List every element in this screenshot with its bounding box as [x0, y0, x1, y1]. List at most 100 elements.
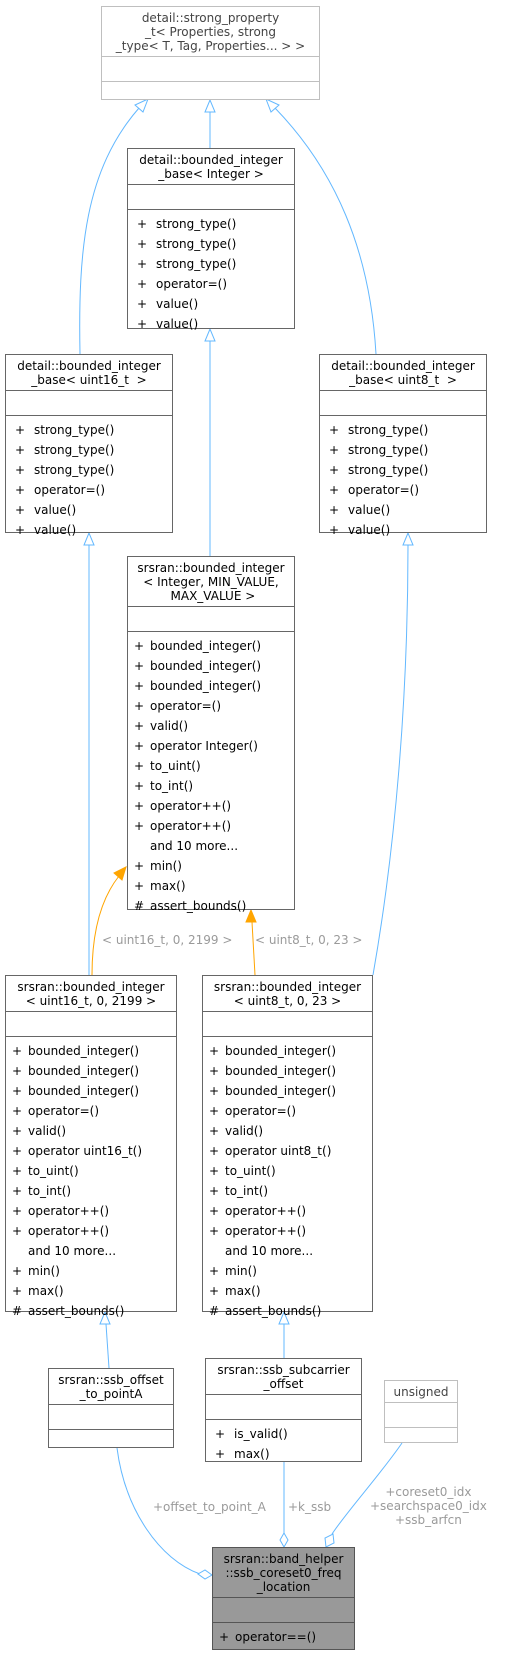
- method-row[interactable]: +operator=(): [128, 696, 294, 716]
- class-bounded-integer-uint8[interactable]: srsran::bounded_integer < uint8_t, 0, 23…: [202, 975, 373, 1318]
- visibility-marker: +: [11, 1184, 23, 1198]
- method-row[interactable]: +strong_type(): [320, 440, 486, 460]
- class-bounded-integer-base-uint16[interactable]: detail::bounded_integer _base< uint16_t …: [5, 354, 173, 537]
- method-row[interactable]: +max(): [128, 876, 294, 896]
- edge-label-k-ssb: +k_ssb: [288, 1500, 332, 1514]
- visibility-marker: +: [208, 1204, 220, 1218]
- method-row[interactable]: +operator++(): [6, 1221, 176, 1241]
- method-row[interactable]: +operator++(): [6, 1201, 176, 1221]
- method-row[interactable]: +max(): [203, 1281, 372, 1301]
- visibility-marker: +: [214, 1447, 226, 1461]
- class-title: srsran::band_helper ::ssb_coreset0_freq …: [223, 1552, 344, 1594]
- method-row[interactable]: +bounded_integer(): [6, 1081, 176, 1101]
- method-row[interactable]: +strong_type(): [320, 460, 486, 480]
- class-ssb-offset-to-pointa[interactable]: srsran::ssb_offset _to_pointA: [48, 1368, 174, 1448]
- method-row[interactable]: +bounded_integer(): [203, 1061, 372, 1081]
- method-name: and 10 more...: [225, 1244, 314, 1258]
- method-row[interactable]: +value(): [128, 314, 294, 334]
- method-row[interactable]: +operator=(): [6, 1101, 176, 1121]
- method-row[interactable]: +operator==(): [213, 1627, 354, 1647]
- method-row[interactable]: +operator++(): [128, 816, 294, 836]
- method-row[interactable]: +operator=(): [203, 1101, 372, 1121]
- class-title: detail::strong_property _t< Properties, …: [115, 11, 306, 53]
- method-row[interactable]: +value(): [320, 520, 486, 540]
- method-row[interactable]: +strong_type(): [6, 460, 172, 480]
- method-row[interactable]: +valid(): [6, 1121, 176, 1141]
- class-bounded-integer-base-integer[interactable]: detail::bounded_integer _base< Integer >…: [127, 148, 295, 331]
- visibility-marker: +: [328, 463, 340, 477]
- method-row[interactable]: + operator uint8_t(): [203, 1141, 372, 1161]
- visibility-marker: +: [214, 1427, 226, 1441]
- method-row[interactable]: +operator Integer(): [128, 736, 294, 756]
- method-row[interactable]: +operator++(): [203, 1201, 372, 1221]
- class-bounded-integer-template[interactable]: srsran::bounded_integer < Integer, MIN_V…: [127, 556, 295, 913]
- template-arrow-head: [113, 866, 127, 881]
- method-row[interactable]: +to_int(): [6, 1181, 176, 1201]
- method-row[interactable]: +bounded_integer(): [128, 656, 294, 676]
- method-row[interactable]: +valid(): [128, 716, 294, 736]
- class-strong-property[interactable]: detail::strong_property _t< Properties, …: [101, 6, 320, 100]
- method-row[interactable]: +to_int(): [128, 776, 294, 796]
- method-row[interactable]: +strong_type(): [128, 214, 294, 234]
- method-row[interactable]: +to_uint(): [203, 1161, 372, 1181]
- method-row[interactable]: +bounded_integer(): [203, 1041, 372, 1061]
- method-row[interactable]: +operator++(): [203, 1221, 372, 1241]
- method-row[interactable]: +valid(): [203, 1121, 372, 1141]
- edge-ssb-offset-to-uint16: [105, 1323, 110, 1369]
- method-row[interactable]: +min(): [203, 1261, 372, 1281]
- class-ssb-coreset0-freq-location[interactable]: srsran::band_helper ::ssb_coreset0_freq …: [212, 1547, 355, 1650]
- more-methods-link[interactable]: and 10 more...: [203, 1241, 372, 1261]
- method-name: strong_type(): [348, 423, 429, 437]
- more-methods-link[interactable]: and 10 more...: [128, 836, 294, 856]
- visibility-marker: +: [11, 1284, 23, 1298]
- more-methods-link[interactable]: and 10 more...: [6, 1241, 176, 1261]
- method-row[interactable]: +operator=(): [6, 480, 172, 500]
- method-row[interactable]: +operator uint16_t(): [6, 1141, 176, 1161]
- method-row[interactable]: +strong_type(): [6, 440, 172, 460]
- method-row[interactable]: +value(): [6, 500, 172, 520]
- method-row[interactable]: +value(): [320, 500, 486, 520]
- method-name: operator++(): [28, 1204, 110, 1218]
- visibility-marker: +: [11, 1124, 23, 1138]
- visibility-marker: +: [208, 1264, 220, 1278]
- method-row[interactable]: #assert_bounds(): [6, 1301, 176, 1321]
- method-row[interactable]: +strong_type(): [6, 420, 172, 440]
- class-unsigned[interactable]: unsigned: [384, 1380, 458, 1443]
- method-row[interactable]: +bounded_integer(): [128, 636, 294, 656]
- method-row[interactable]: +is_valid(): [206, 1424, 361, 1444]
- method-row[interactable]: +strong_type(): [320, 420, 486, 440]
- method-row[interactable]: +operator=(): [128, 274, 294, 294]
- method-row[interactable]: +strong_type(): [128, 254, 294, 274]
- method-row[interactable]: +operator=(): [320, 480, 486, 500]
- method-name: strong_type(): [156, 257, 237, 271]
- method-row[interactable]: +strong_type(): [128, 234, 294, 254]
- method-row[interactable]: +to_int(): [203, 1181, 372, 1201]
- method-name: strong_type(): [348, 443, 429, 457]
- class-bounded-integer-uint16[interactable]: srsran::bounded_integer < uint16_t, 0, 2…: [5, 975, 177, 1318]
- method-row[interactable]: +to_uint(): [128, 756, 294, 776]
- method-row[interactable]: +max(): [206, 1444, 361, 1464]
- method-row[interactable]: +value(): [6, 520, 172, 540]
- method-row[interactable]: +bounded_integer(): [128, 676, 294, 696]
- attributes-section: [102, 56, 319, 81]
- visibility-marker: +: [14, 523, 26, 537]
- visibility-marker: +: [208, 1124, 220, 1138]
- method-row[interactable]: +min(): [128, 856, 294, 876]
- method-row[interactable]: +value(): [128, 294, 294, 314]
- method-row[interactable]: +min(): [6, 1261, 176, 1281]
- method-row[interactable]: +operator++(): [128, 796, 294, 816]
- method-row[interactable]: +max(): [6, 1281, 176, 1301]
- method-row[interactable]: +bounded_integer(): [6, 1061, 176, 1081]
- method-row[interactable]: +bounded_integer(): [203, 1081, 372, 1101]
- method-row[interactable]: +bounded_integer(): [6, 1041, 176, 1061]
- method-row[interactable]: #assert_bounds(): [128, 896, 294, 916]
- visibility-marker: +: [133, 859, 145, 873]
- methods-section: +is_valid() +max(): [206, 1419, 361, 1467]
- visibility-marker: +: [208, 1144, 220, 1158]
- class-bounded-integer-base-uint8[interactable]: detail::bounded_integer _base< uint8_t >…: [319, 354, 487, 537]
- class-ssb-subcarrier-offset[interactable]: srsran::ssb_subcarrier _offset +is_valid…: [205, 1358, 362, 1462]
- visibility-marker: +: [11, 1224, 23, 1238]
- method-row[interactable]: +to_uint(): [6, 1161, 176, 1181]
- method-name: operator uint8_t(): [225, 1144, 332, 1158]
- method-row[interactable]: #assert_bounds(): [203, 1301, 372, 1321]
